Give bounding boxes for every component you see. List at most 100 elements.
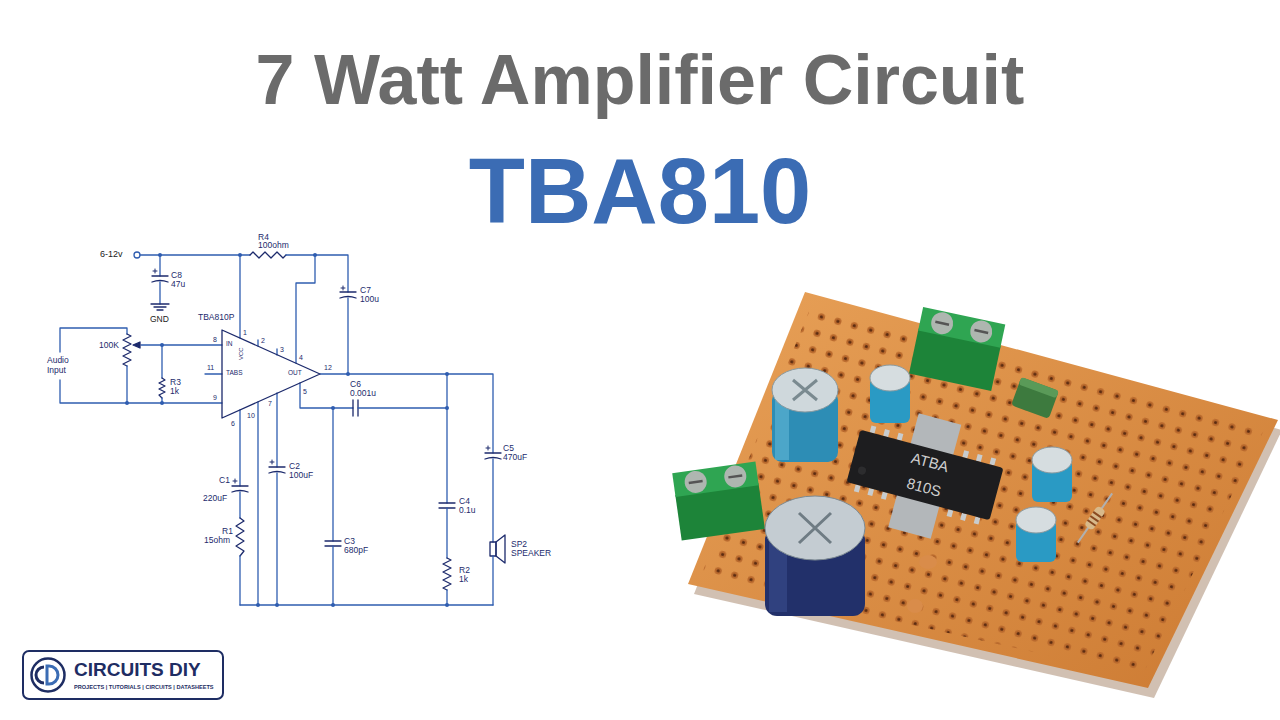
schematic-wires-part [492,459,493,542]
part-name: C6 [350,380,361,389]
input-label: Audio Input [47,356,81,376]
electrolytic-capacitor-part [1032,447,1072,473]
junction-dots-part [238,253,242,257]
logo-mark [47,666,58,684]
pin-number: 3 [280,346,284,353]
schematic-wires-part [205,373,222,374]
schematic-wires-part [126,366,127,403]
schematic-wires-part [325,541,341,546]
junction-dots [125,253,449,607]
logo-mark [36,667,44,683]
electrolytic-capacitor-part [772,368,838,412]
schematic-wires-part [358,407,447,408]
terminal-block-part [672,461,759,496]
part-name: C5 [503,444,514,453]
part-name: C3 [344,537,355,546]
schematic-wires-part [320,374,493,453]
junction-dots-part [313,253,317,257]
schematic-wires-part [140,254,250,255]
part-value: 47u [171,280,185,289]
pin-number: 1 [243,329,247,336]
part-name: TBA810P [198,313,234,322]
schematic-wires-part [239,410,240,486]
schematic-wires-part [141,344,222,345]
schematic-wires-part [490,542,496,556]
film-capacitor [1011,377,1059,419]
pin-name: OUT [288,370,302,377]
schematic-wires-part [161,345,162,378]
junction-dots-part [125,401,129,405]
pin-number: 4 [299,354,303,361]
schematic-wires-part [446,374,447,503]
part-value: 0.001u [350,389,376,398]
schematic-wires-part [239,255,240,338]
schematic-wires-part [446,590,447,605]
amplifier-outline [222,330,320,418]
schematic-wires-part [60,328,127,352]
terminal-block-part [918,307,1005,348]
terminal-block-part [689,475,742,483]
schematic-wires-part [492,556,493,605]
supply-label: 6-12v [100,250,123,259]
logo-badge: CIRCUITS DIYPROJECTS | TUTORIALS | CIRCU… [22,650,224,700]
page-title: 7 Watt Amplifier Circuit [0,45,1280,115]
schematic-wires-part [152,275,168,276]
schematic-wires-part [300,383,353,408]
part-value: 100ohm [258,241,289,250]
pin-number: 10 [247,412,255,419]
schematic-wires-part [439,503,455,508]
schematic-wires-part [485,452,501,453]
part-name: C4 [459,497,470,506]
schematic-wires-part [159,282,160,304]
resistor-part [1084,505,1106,530]
pin-number: 5 [303,388,307,395]
junction-dots-part [445,372,449,376]
film-capacitor-part [1019,377,1059,398]
film-capacitor-part [1011,377,1059,419]
junction-dots-part [346,372,350,376]
terminal-block [909,307,1005,391]
part-name: C7 [360,286,371,295]
pcb-photo [672,292,1280,698]
pin-name: VCC [238,347,244,360]
part-name: R1 [222,527,233,536]
electrolytic-capacitor [772,368,838,462]
junction-dots-part [160,343,164,347]
pin-number: 11 [207,364,214,371]
part-value: 1k [459,575,468,584]
electrolytic-capacitor-part [793,380,817,400]
part-value: 100u [360,295,379,304]
junction-dots-part [275,603,279,607]
part-name: R3 [170,378,181,387]
schematic-wires-part [60,380,222,403]
schematic-wires-part [151,304,169,310]
schematic-wires-part [276,473,277,605]
junction-dots-part [331,406,335,410]
part-name: R2 [459,566,470,575]
logo-ring [32,659,65,692]
pin-number: 2 [261,337,265,344]
logo-name: CIRCUITS DIY [74,660,201,679]
schematic-wires-part [159,255,160,276]
part-value: 470uF [503,453,527,462]
electrolytic-capacitor [765,496,865,616]
amplifier-symbol: TBA810PINVCCTABSOUT [222,330,320,418]
schematic-wires-part [159,378,165,398]
schematic-wires-part [232,485,248,486]
schematic-wires-part [353,400,358,416]
logo-icon [29,656,67,694]
schematic-wires-part [496,535,505,563]
schematic-wires-part [347,298,348,374]
part-name: SP2 [511,540,527,549]
pin-number: 6 [231,420,235,427]
schematic-wires-part [332,546,333,605]
pin-number: 7 [268,400,272,407]
electrolytic-capacitor-part [870,365,910,391]
part-value: 100K [99,341,119,350]
pcb-photo-part [688,292,1278,688]
schematic-wires-part [239,556,240,605]
resistor-part [1078,493,1112,542]
schematic-wires-part [332,408,333,541]
schematic-wires [60,252,505,605]
